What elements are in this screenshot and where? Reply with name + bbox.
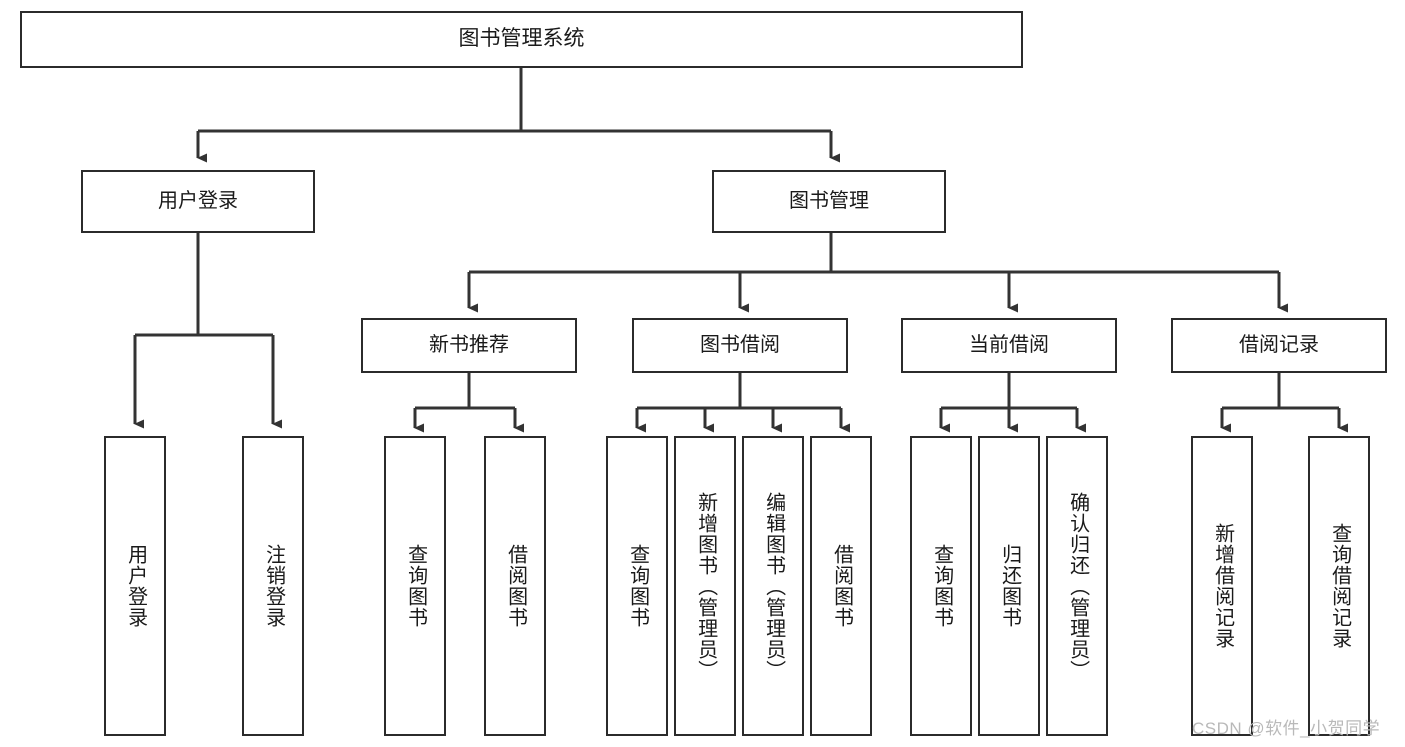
leaf-book-borrow-edit-book-admin[interactable]: 编辑图书（管理员） [742, 436, 804, 736]
node-user-login[interactable]: 用户登录 [81, 170, 315, 233]
leaf-book-borrow-query-book[interactable]: 查询图书 [606, 436, 668, 736]
node-book-management[interactable]: 图书管理 [712, 170, 946, 233]
node-borrow-records[interactable]: 借阅记录 [1171, 318, 1387, 373]
leaf-current-borrow-return-book[interactable]: 归还图书 [978, 436, 1040, 736]
node-label: 当前借阅 [969, 333, 1049, 356]
leaf-current-borrow-query-book[interactable]: 查询图书 [910, 436, 972, 736]
node-root-book-management-system[interactable]: 图书管理系统 [20, 11, 1023, 68]
node-label: 编辑图书（管理员） [762, 491, 785, 681]
node-new-book-recommend[interactable]: 新书推荐 [361, 318, 577, 373]
node-book-borrow[interactable]: 图书借阅 [632, 318, 848, 373]
node-current-borrow[interactable]: 当前借阅 [901, 318, 1117, 373]
node-label: 图书管理 [789, 189, 869, 212]
node-label: 图书管理系统 [458, 27, 585, 51]
leaf-new-book-query-book[interactable]: 查询图书 [384, 436, 446, 736]
node-label: 查询图书 [930, 544, 953, 628]
leaf-borrow-records-query-record[interactable]: 查询借阅记录 [1308, 436, 1370, 736]
node-label: 新增借阅记录 [1211, 523, 1234, 649]
node-label: 新书推荐 [429, 333, 509, 356]
leaf-user-login-logout[interactable]: 注销登录 [242, 436, 304, 736]
leaf-current-borrow-confirm-return-admin[interactable]: 确认归还（管理员） [1046, 436, 1108, 736]
leaf-user-login-login[interactable]: 用户登录 [104, 436, 166, 736]
leaf-book-borrow-borrow-book[interactable]: 借阅图书 [810, 436, 872, 736]
node-label: 借阅记录 [1239, 333, 1319, 356]
node-label: 归还图书 [998, 544, 1021, 628]
node-label: 查询图书 [404, 544, 427, 628]
node-label: 新增图书（管理员） [694, 491, 717, 681]
leaf-new-book-borrow-book[interactable]: 借阅图书 [484, 436, 546, 736]
node-label: 借阅图书 [504, 544, 527, 628]
csdn-watermark: CSDN @软件_小贺同学 [1192, 719, 1381, 738]
leaf-borrow-records-add-record[interactable]: 新增借阅记录 [1191, 436, 1253, 736]
node-label: 确认归还（管理员） [1066, 491, 1089, 681]
node-label: 注销登录 [262, 544, 285, 628]
node-label: 查询图书 [626, 544, 649, 628]
node-label: 借阅图书 [830, 544, 853, 628]
node-label: 用户登录 [158, 189, 238, 212]
node-label: 查询借阅记录 [1328, 523, 1351, 649]
node-label: 图书借阅 [700, 333, 780, 356]
leaf-book-borrow-add-book-admin[interactable]: 新增图书（管理员） [674, 436, 736, 736]
node-label: 用户登录 [124, 544, 147, 628]
